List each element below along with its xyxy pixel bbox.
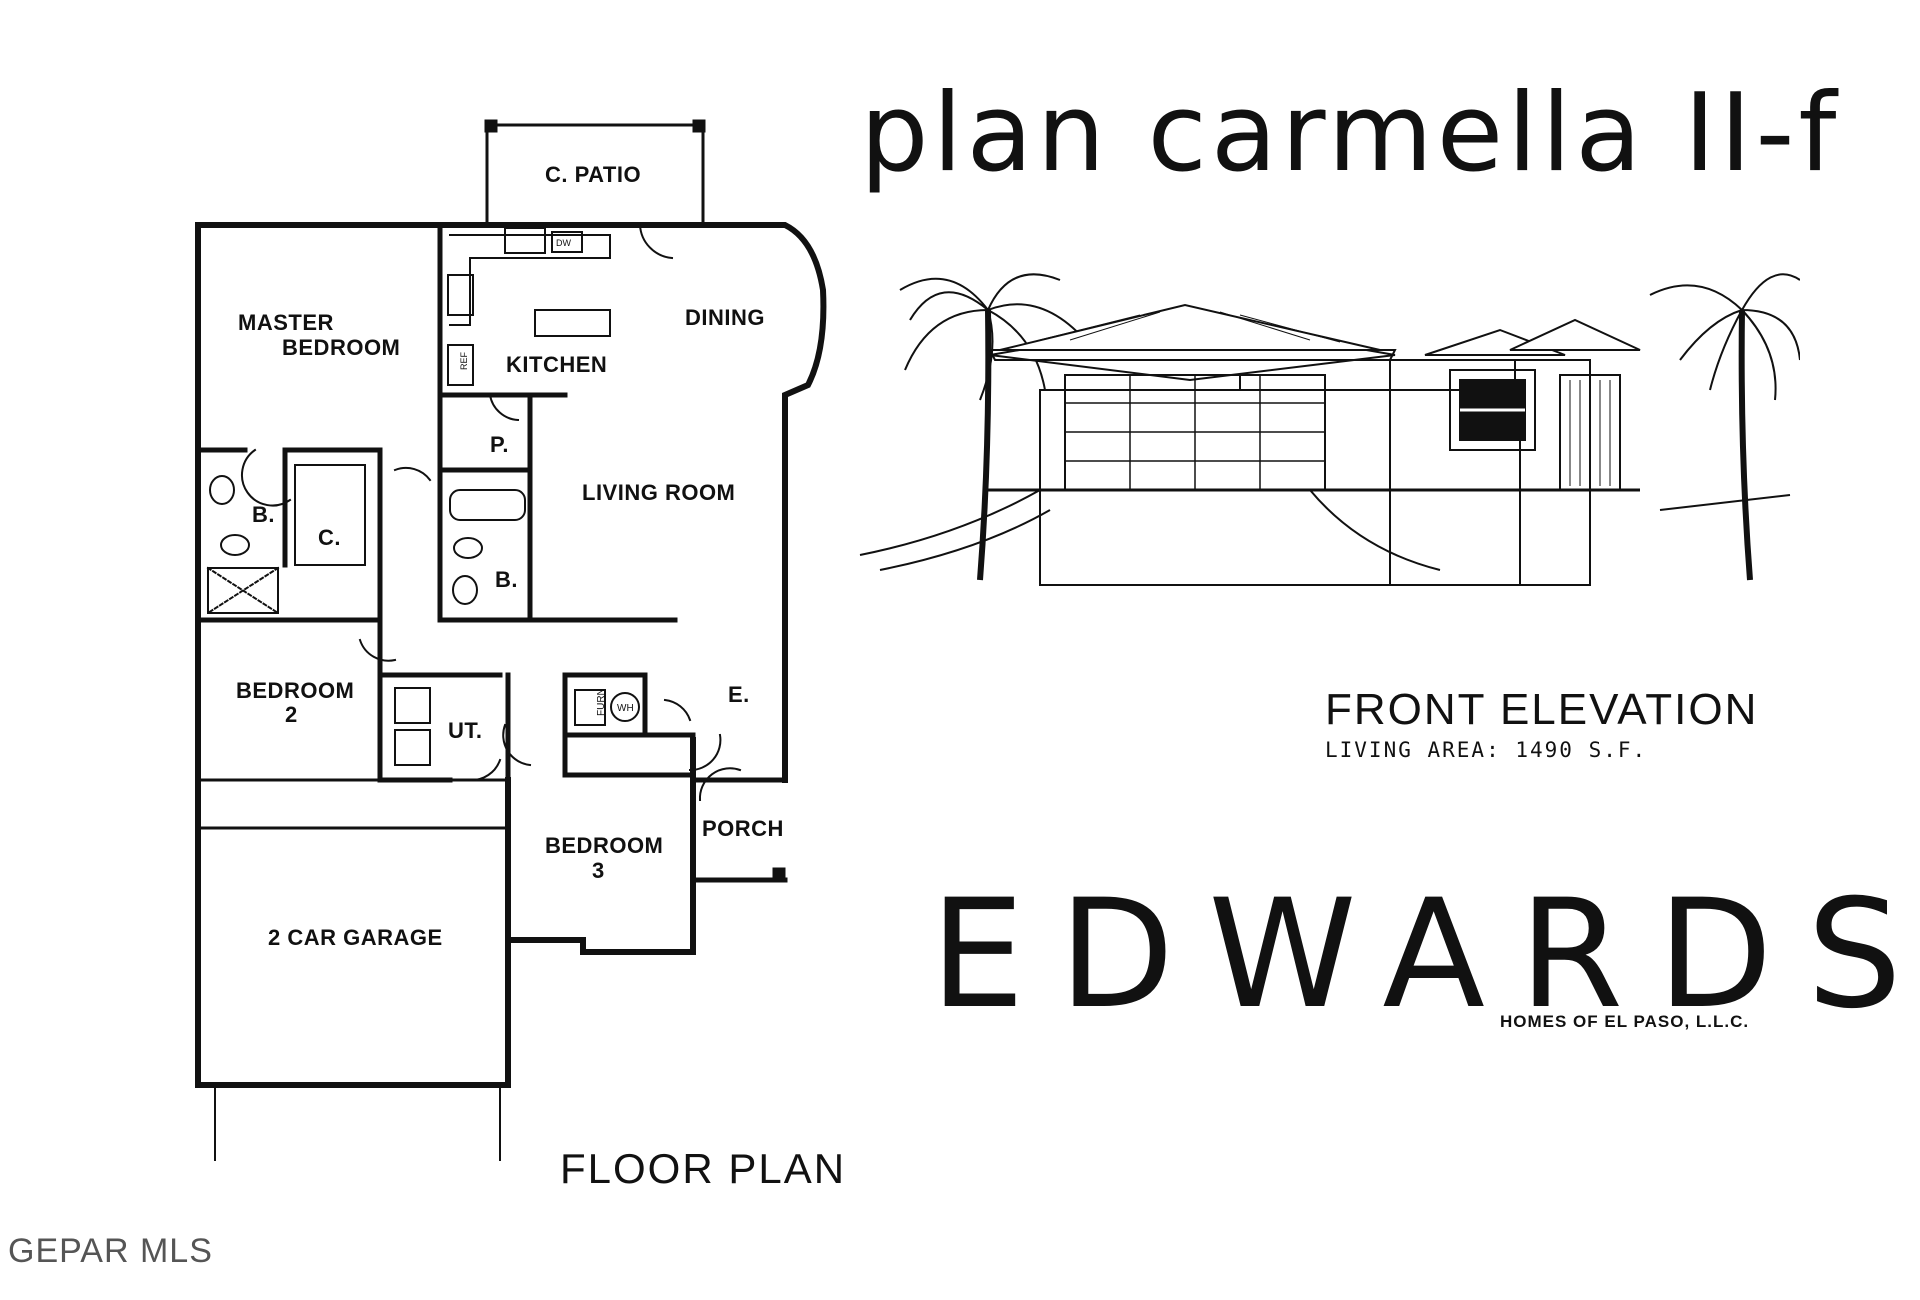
- kitchen-label: KITCHEN: [506, 352, 607, 377]
- edwards-logo: EDWARDS: [930, 868, 1920, 1042]
- mls-watermark: GEPAR MLS: [8, 1232, 213, 1270]
- garage-label: 2 CAR GARAGE: [268, 925, 443, 950]
- patio-outline: [484, 119, 706, 227]
- pantry-label: P.: [490, 432, 509, 457]
- bedroom2-label-2: 2: [285, 702, 298, 727]
- master-label-2: BEDROOM: [282, 335, 400, 360]
- porch-post: [772, 867, 786, 881]
- utility-fixtures: [394, 687, 640, 766]
- water-heater-label: WH: [617, 703, 634, 714]
- porch-label: PORCH: [702, 816, 784, 841]
- edwards-tagline: HOMES OF EL PASO, L.L.C.: [1500, 1012, 1750, 1031]
- bedroom2-label-1: BEDROOM: [236, 678, 354, 703]
- floor-plan-title: FLOOR PLAN: [560, 1145, 847, 1192]
- interior-walls: [195, 222, 788, 883]
- bath1-label: B.: [252, 502, 275, 527]
- palm-tree-left: [899, 273, 1086, 581]
- garage-walls: [196, 778, 510, 1161]
- dishwasher-label: DW: [556, 238, 571, 248]
- plan-title: plan carmella II-f: [860, 71, 1841, 196]
- living-area-label: LIVING AREA: 1490 S.F.: [1325, 738, 1648, 762]
- closet-label: C.: [318, 525, 341, 550]
- house-body: [985, 303, 1641, 586]
- bath2-label: B.: [495, 567, 518, 592]
- bedroom3-label-1: BEDROOM: [545, 833, 663, 858]
- bath-fixtures: [206, 464, 526, 615]
- front-elevation-drawing: [859, 273, 1800, 586]
- utility-label: UT.: [448, 718, 483, 743]
- bedroom3-label-2: 3: [592, 858, 605, 883]
- dining-label: DINING: [685, 305, 765, 330]
- ground-line: [859, 489, 1791, 571]
- door-swings: [241, 223, 742, 802]
- furnace-label: FURN: [596, 688, 607, 716]
- front-elevation-title: FRONT ELEVATION: [1325, 685, 1759, 734]
- kitchen-fixtures: [447, 227, 611, 386]
- garage-door-panels: [1065, 375, 1325, 490]
- refrigerator-label: REF: [459, 351, 469, 370]
- living-label: LIVING ROOM: [582, 480, 735, 505]
- palm-tree-right: [1649, 273, 1800, 581]
- entry-label: E.: [728, 682, 750, 707]
- patio-label: C. PATIO: [545, 162, 641, 187]
- master-label-1: MASTER: [238, 310, 334, 335]
- room-labels: C. PATIO MASTER BEDROOM DINING KITCHEN P…: [236, 162, 784, 950]
